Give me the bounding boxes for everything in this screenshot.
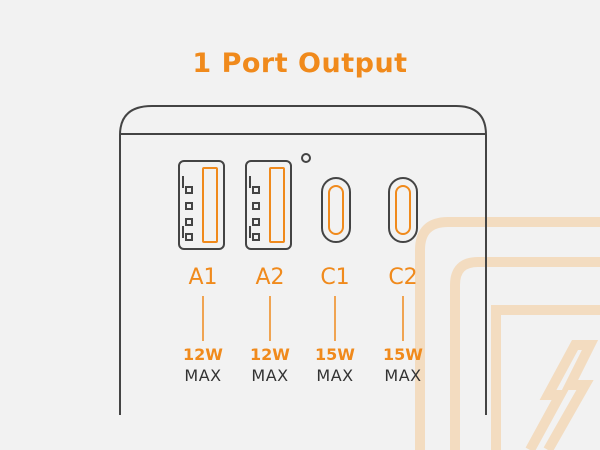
port-wattage: 12W	[183, 345, 223, 364]
port-wattage: 15W	[315, 345, 355, 364]
led-indicator-icon	[301, 153, 311, 163]
port-max-label: MAX	[384, 366, 422, 385]
usb-c-port-icon	[321, 177, 351, 243]
port-label-c2: C2	[388, 265, 418, 290]
page-title: 1 Port Output	[192, 48, 408, 79]
usb-a-port-icon	[178, 160, 225, 250]
device-body	[119, 105, 487, 415]
port-max-label: MAX	[184, 366, 222, 385]
port-wattage: 12W	[250, 345, 290, 364]
port-max-label: MAX	[316, 366, 354, 385]
port-label-a1: A1	[188, 265, 218, 290]
watermark-shape	[415, 217, 600, 450]
port-wattage: 15W	[383, 345, 423, 364]
usb-c-port-icon	[388, 177, 418, 243]
port-label-a2: A2	[255, 265, 285, 290]
usb-a-port-icon	[245, 160, 292, 250]
port-label-c1: C1	[320, 265, 350, 290]
port-max-label: MAX	[251, 366, 289, 385]
